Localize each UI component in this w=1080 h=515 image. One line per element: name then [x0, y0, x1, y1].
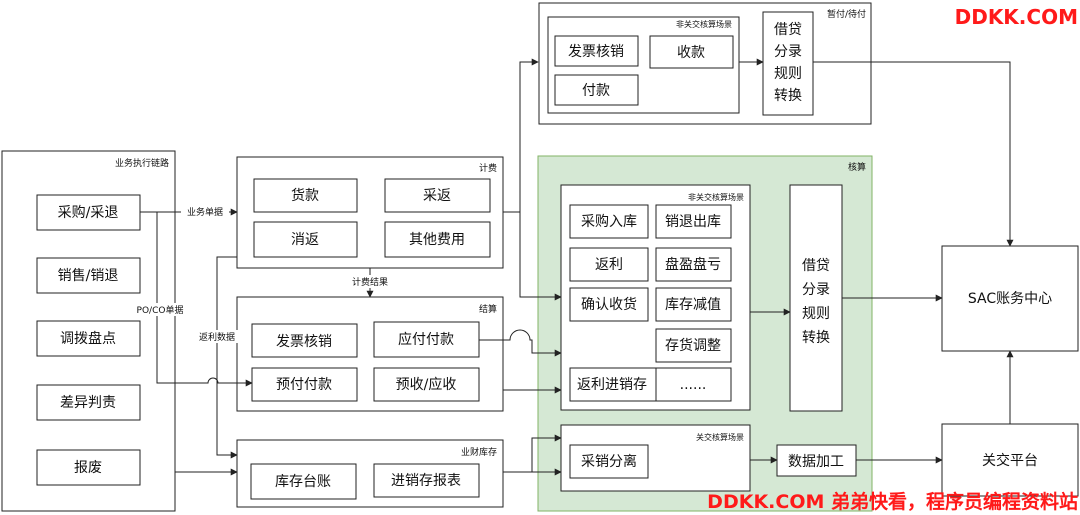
top-scene-item-box: [554, 74, 639, 106]
acct-item-box: [569, 287, 649, 322]
acct-item-box: [655, 287, 732, 322]
label-po-co: PO/CO单据: [137, 304, 184, 316]
acct-item-box: [569, 367, 732, 402]
exec-item-sales: 销售/销退: [58, 268, 119, 284]
watermark-bottom: DDKK.COM 弟弟快看，程序员编程资料站: [707, 490, 1078, 513]
sac-center-label: SAC账务中心: [968, 291, 1052, 307]
acct-item-box: [569, 247, 649, 282]
related-platform-label: 关交平台: [982, 452, 1038, 469]
acct-item-purchase-in: 采购入库: [581, 214, 637, 230]
exec-item-transfer: 调拨盘点: [60, 330, 116, 347]
temp-pay-label: 暂付/待付: [827, 8, 866, 20]
exec-item-box: [36, 384, 141, 421]
flow-top-rule-sac: [813, 61, 1014, 247]
settlement-item-receivable: 预收/应收: [396, 376, 457, 393]
nonrel-scene-title: 非关交核算场景: [688, 192, 744, 202]
exec-chain-title: 业务执行链路: [115, 157, 169, 169]
accounting-title: 核算: [848, 161, 866, 173]
label-bg: [347, 275, 393, 288]
billing-item-box: [384, 221, 491, 258]
acct-item-rebate-psi: 返利进销存: [577, 377, 647, 393]
billing-title: 计费: [479, 162, 497, 174]
inventory-item-box: [250, 463, 357, 500]
acct-item-ellipsis: ......: [680, 377, 707, 393]
flow-rebate-data: [216, 256, 238, 459]
settlement-item-box: [251, 323, 358, 358]
rel-scene-title: 关交核算场景: [696, 432, 744, 442]
settlement-title: 结算: [479, 303, 497, 315]
data-processing-label: 数据加工: [788, 454, 844, 470]
acct-item-inventory-adjust: 存货调整: [665, 337, 721, 354]
label-rebate-data: 返利数据: [199, 331, 235, 343]
top-scene-receipt: 收款: [677, 45, 705, 61]
label-business-docs: 业务单据: [187, 206, 223, 218]
flow-settlement-accounting: [479, 329, 562, 357]
top-scene-title: 非关交核算场景: [676, 19, 732, 29]
settlement-item-box: [251, 367, 358, 402]
exec-item-box: [36, 194, 141, 231]
label-bg: [181, 205, 229, 218]
settlement-item-payable: 应付付款: [398, 331, 454, 348]
top-rule-box: [762, 11, 814, 116]
acct-item-box: [569, 444, 649, 479]
billing-item-consume-rebate: 消返: [291, 232, 319, 248]
flow-billing-accounting: [503, 211, 562, 301]
settlement-item-prepay: 预付付款: [276, 377, 332, 393]
acct-item-impairment: 库存减值: [665, 297, 721, 313]
flow-inventory-rel: [503, 434, 562, 473]
billing-item-box: [253, 178, 358, 213]
acct-rule-text: 借贷分录规则转换: [802, 258, 830, 346]
exec-item-box: [36, 449, 141, 486]
rel-scene-container: [560, 424, 751, 492]
label-bg: [132, 303, 188, 316]
inventory-item-box: [373, 463, 480, 498]
related-platform-box: [941, 423, 1079, 497]
inventory-title: 业财库存: [461, 446, 497, 458]
top-scene-payment: 付款: [582, 83, 610, 99]
settlement-item-box: [373, 321, 480, 358]
watermark-top: DDKK.COM: [955, 5, 1078, 29]
inventory-item-report: 进销存报表: [391, 473, 461, 489]
flow-po-co: [140, 211, 253, 387]
flow-to-top-scene: [519, 58, 539, 212]
label-billing-result: 计费结果: [352, 276, 388, 288]
acct-item-rebate: 返利: [595, 257, 623, 273]
exec-item-scrap: 报废: [74, 460, 102, 476]
top-rule-text: 借贷分录规则转换: [774, 22, 802, 104]
exec-item-box: [36, 320, 141, 357]
settlement-item-invoice: 发票核销: [276, 334, 332, 350]
top-scene-invoice: 发票核销: [568, 44, 624, 60]
acct-item-box: [655, 204, 732, 239]
acct-item-purchase-sales-split: 采销分离: [581, 453, 637, 470]
billing-item-goods: 货款: [291, 187, 319, 204]
exec-item-purchase: 采购/采退: [58, 205, 119, 221]
acct-item-box: [655, 328, 732, 363]
inventory-item-ledger: 库存台账: [275, 474, 331, 490]
billing-item-box: [253, 221, 358, 258]
exec-item-variance: 差异判责: [60, 395, 116, 411]
settlement-item-box: [373, 367, 480, 402]
exec-item-box: [36, 257, 141, 294]
acct-item-return-out: 销退出库: [665, 214, 721, 230]
acct-rule-box: [789, 184, 843, 412]
acct-item-confirm-receipt: 确认收货: [581, 296, 637, 313]
acct-item-box: [569, 204, 649, 239]
acct-item-box: [655, 247, 732, 282]
billing-item-box: [384, 178, 491, 213]
top-scene-item-box: [649, 35, 734, 69]
billing-item-other-fees: 其他费用: [409, 232, 465, 248]
acct-item-stock-count: 盘盈盘亏: [665, 256, 721, 273]
top-scene-item-box: [554, 35, 639, 67]
billing-item-purchase-rebate: 采返: [423, 188, 451, 204]
label-bg: [196, 330, 238, 343]
